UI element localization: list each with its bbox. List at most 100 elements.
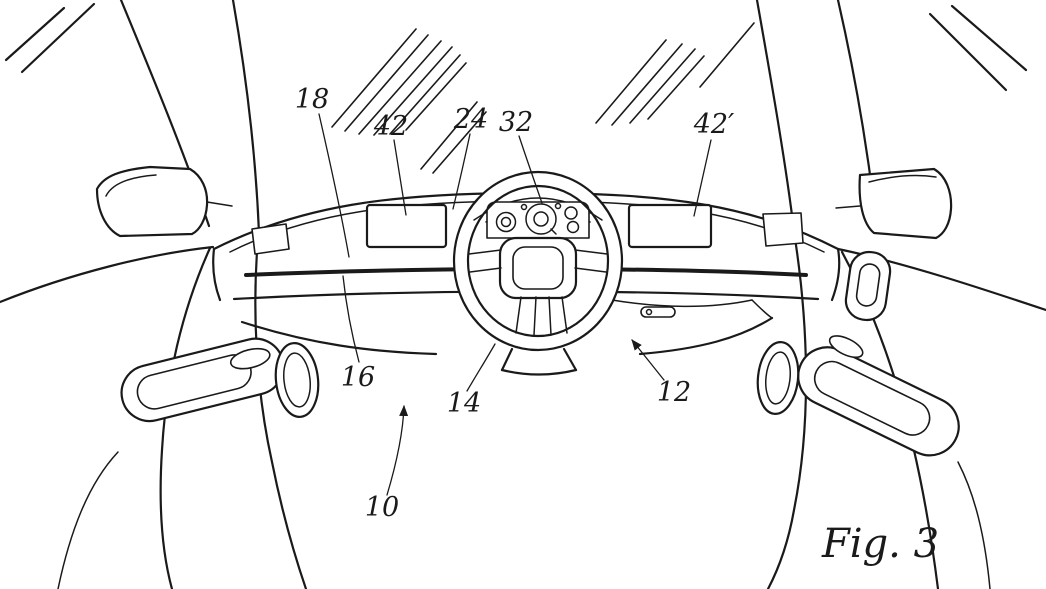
- hatch-line: [358, 40, 442, 135]
- windshield-hatching: [331, 22, 755, 174]
- left-armrest: [120, 337, 285, 423]
- leader-line-42p: [693, 139, 712, 217]
- leader-line-32: [518, 135, 543, 204]
- label-12: 12: [657, 377, 691, 408]
- hatch-line: [420, 101, 478, 170]
- hatch-line: [432, 111, 487, 174]
- left-speaker: [274, 342, 320, 418]
- leader-arrow-12: [631, 339, 665, 381]
- label-14: 14: [447, 388, 481, 419]
- right-display-screen: [627, 203, 713, 249]
- left-gauge: [495, 211, 517, 233]
- spoke-edge: [468, 249, 502, 255]
- roof-line: [928, 12, 1008, 92]
- right-gauge-bottom: [566, 220, 580, 234]
- label-16: 16: [341, 362, 375, 393]
- hatch-line: [373, 46, 453, 136]
- glovebox-top-edge: [611, 299, 753, 308]
- leader-line-14: [466, 343, 496, 392]
- leader-arrow-10: [386, 405, 409, 496]
- mirror-glass-edge: [868, 174, 937, 183]
- right-a-pillar: [755, 0, 876, 233]
- wheel-inner-rim: [466, 184, 610, 338]
- spoke-edge: [548, 296, 552, 336]
- wheel-hub-pad: [512, 246, 564, 290]
- right-door-pocket: [844, 250, 892, 322]
- label-18: 18: [295, 84, 329, 115]
- speaker-inner: [283, 352, 311, 408]
- pillar-edge: [755, 0, 796, 233]
- mirror-mount: [206, 201, 233, 207]
- right-gauge-top: [564, 206, 578, 220]
- door-handle: [229, 347, 271, 370]
- spoke-edge: [533, 296, 537, 336]
- spoke-edge: [469, 267, 502, 273]
- steering-wheel: [452, 170, 624, 352]
- dashboard-left-cap: [212, 247, 222, 302]
- column-edge: [500, 347, 514, 372]
- label-10: 10: [365, 492, 399, 523]
- speaker-inner: [765, 351, 791, 405]
- label-24: 24: [453, 104, 488, 135]
- glovebox-side-edge: [751, 299, 773, 319]
- hatch-line: [331, 28, 417, 128]
- door-handle: [828, 335, 864, 359]
- wheel-spokes: [468, 249, 608, 336]
- roof-line: [950, 4, 1028, 72]
- instrument-cluster: [473, 197, 603, 239]
- left-side-mirror: [95, 165, 233, 238]
- indicator-dot: [554, 202, 562, 210]
- roof-line: [20, 2, 96, 74]
- roof-line: [4, 6, 66, 62]
- dashboard-right-cap: [830, 247, 841, 302]
- left-gauge-center: [500, 216, 512, 228]
- door-contour: [159, 246, 212, 589]
- label-42: 42: [373, 111, 408, 142]
- speaker-outline: [756, 341, 800, 415]
- indicator-dot: [520, 203, 528, 211]
- figure-caption: Fig. 3: [821, 521, 939, 567]
- left-display-screen: [365, 203, 448, 249]
- leader-line-16: [342, 275, 360, 363]
- door-contour: [57, 451, 119, 589]
- hatch-line: [629, 48, 696, 124]
- hatch-line: [405, 62, 467, 131]
- roof-lines: [4, 2, 1028, 92]
- center-gauge-center: [533, 211, 549, 227]
- dashboard: [212, 191, 841, 356]
- center-gauge-needle: [550, 228, 557, 235]
- hatch-line: [699, 22, 755, 88]
- mirror-housing: [95, 165, 209, 238]
- leader-lines: [318, 113, 712, 496]
- hatch-line: [647, 55, 705, 120]
- spoke-edge: [515, 296, 522, 334]
- leader-line-42: [393, 139, 407, 216]
- right-side-mirror: [835, 167, 953, 240]
- hatch-line: [389, 54, 461, 135]
- armrest-inner: [813, 360, 931, 436]
- right-speaker: [756, 341, 800, 415]
- spoke-edge: [561, 296, 568, 334]
- right-dash-vent: [762, 212, 804, 247]
- center-gauge: [525, 203, 557, 235]
- steering-column: [500, 347, 578, 376]
- left-dash-vent: [251, 223, 290, 255]
- right-armrest: [797, 335, 960, 457]
- hatch-line: [344, 34, 429, 132]
- left-door: [0, 236, 320, 589]
- glovebox: [611, 299, 773, 319]
- pocket-inner: [855, 263, 881, 307]
- leader-line-24: [452, 133, 471, 210]
- spoke-edge: [574, 267, 607, 273]
- mirror-glass-edge: [105, 174, 157, 197]
- door-sill: [0, 245, 215, 304]
- knee-bolster-right: [638, 316, 774, 356]
- column-bottom: [500, 368, 578, 376]
- leader-line-18: [318, 113, 350, 258]
- hatch-line: [595, 39, 667, 124]
- hatch-line: [611, 43, 683, 126]
- spoke-edge: [574, 249, 608, 255]
- column-edge: [562, 347, 578, 372]
